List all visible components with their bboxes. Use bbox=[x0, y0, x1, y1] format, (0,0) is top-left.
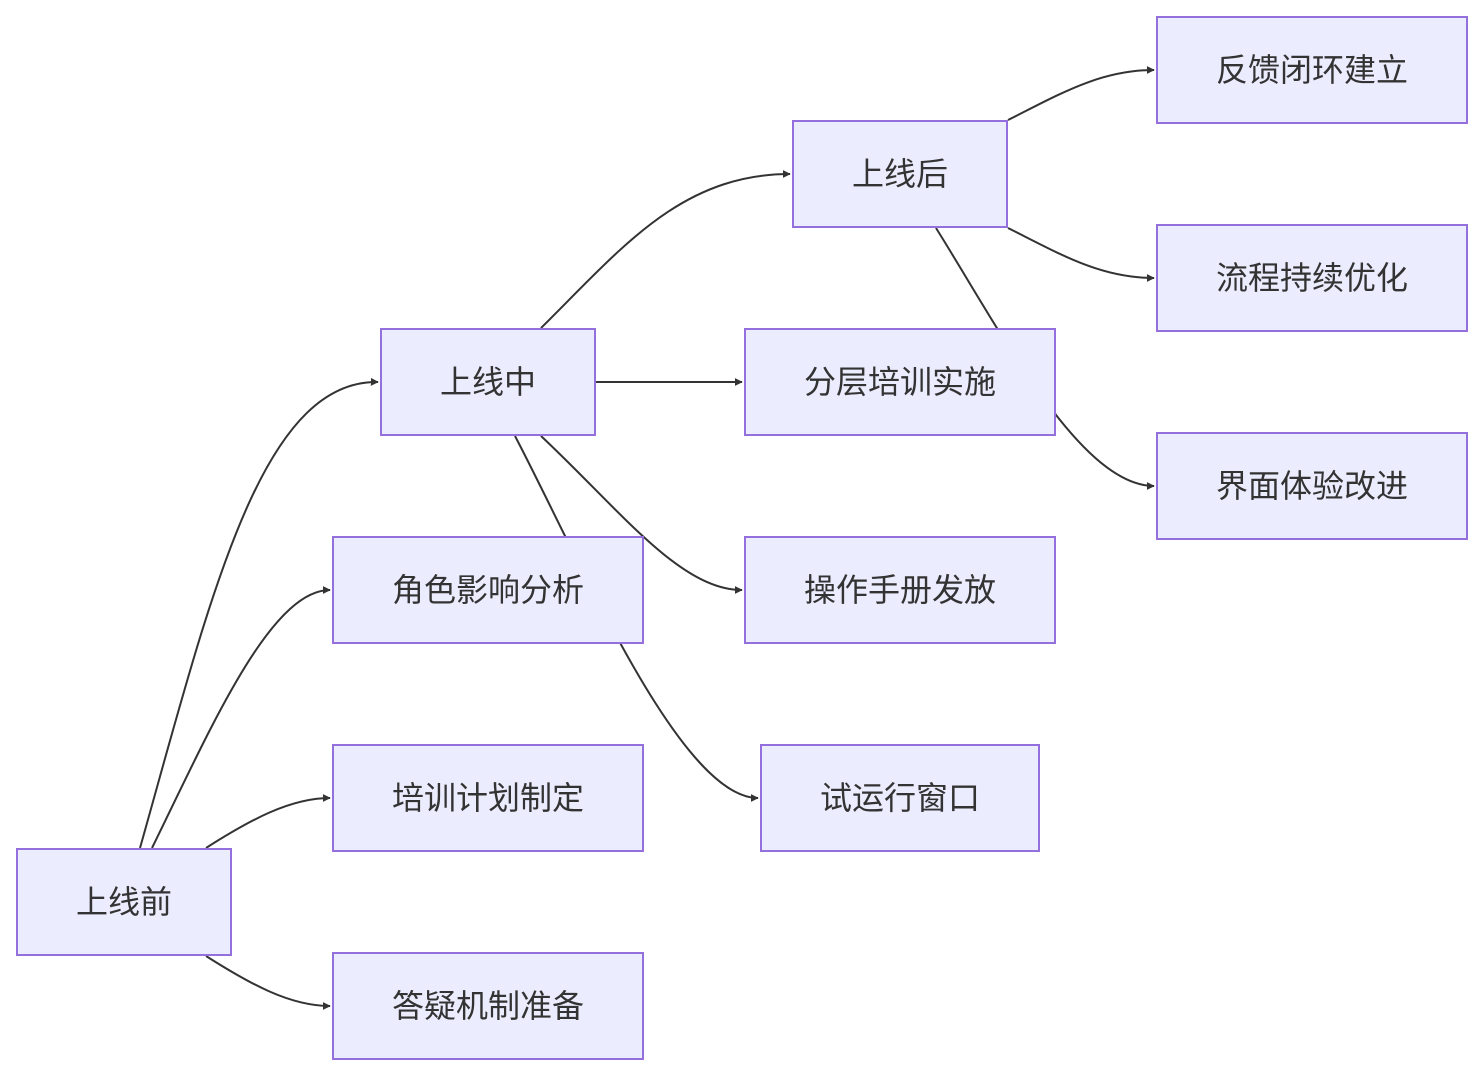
node-trial-window-label: 试运行窗口 bbox=[819, 779, 980, 817]
node-trial-window: 试运行窗口 bbox=[760, 744, 1040, 852]
node-ui-improvement-label: 界面体验改进 bbox=[1215, 467, 1408, 505]
node-role-impact-analysis: 角色影响分析 bbox=[332, 536, 644, 644]
node-manual-distribution-label: 操作手册发放 bbox=[803, 571, 996, 609]
node-post-launch-label: 上线后 bbox=[851, 155, 948, 193]
node-pre-launch: 上线前 bbox=[16, 848, 232, 956]
node-feedback-loop: 反馈闭环建立 bbox=[1156, 16, 1468, 124]
node-process-optimization: 流程持续优化 bbox=[1156, 224, 1468, 332]
node-process-optimization-label: 流程持续优化 bbox=[1215, 259, 1408, 297]
edge-pre-qa bbox=[205, 955, 331, 1010]
node-during-launch-label: 上线中 bbox=[439, 363, 536, 401]
edge-pre-role bbox=[151, 586, 331, 849]
node-role-impact-analysis-label: 角色影响分析 bbox=[391, 571, 584, 609]
node-tiered-training-label: 分层培训实施 bbox=[803, 363, 996, 401]
node-pre-launch-label: 上线前 bbox=[75, 883, 172, 921]
node-ui-improvement: 界面体验改进 bbox=[1156, 432, 1468, 540]
node-qa-preparation: 答疑机制准备 bbox=[332, 952, 644, 1060]
edge-post-feedback bbox=[1007, 66, 1155, 121]
node-tiered-training: 分层培训实施 bbox=[744, 328, 1056, 436]
edge-during-post bbox=[540, 170, 791, 329]
edge-post-process bbox=[1007, 227, 1155, 282]
node-training-plan: 培训计划制定 bbox=[332, 744, 644, 852]
node-feedback-loop-label: 反馈闭环建立 bbox=[1215, 51, 1408, 89]
node-qa-preparation-label: 答疑机制准备 bbox=[391, 987, 584, 1025]
node-during-launch: 上线中 bbox=[380, 328, 596, 436]
node-manual-distribution: 操作手册发放 bbox=[744, 536, 1056, 644]
node-post-launch: 上线后 bbox=[792, 120, 1008, 228]
edge-pre-plan bbox=[205, 794, 331, 849]
node-training-plan-label: 培训计划制定 bbox=[391, 779, 584, 817]
